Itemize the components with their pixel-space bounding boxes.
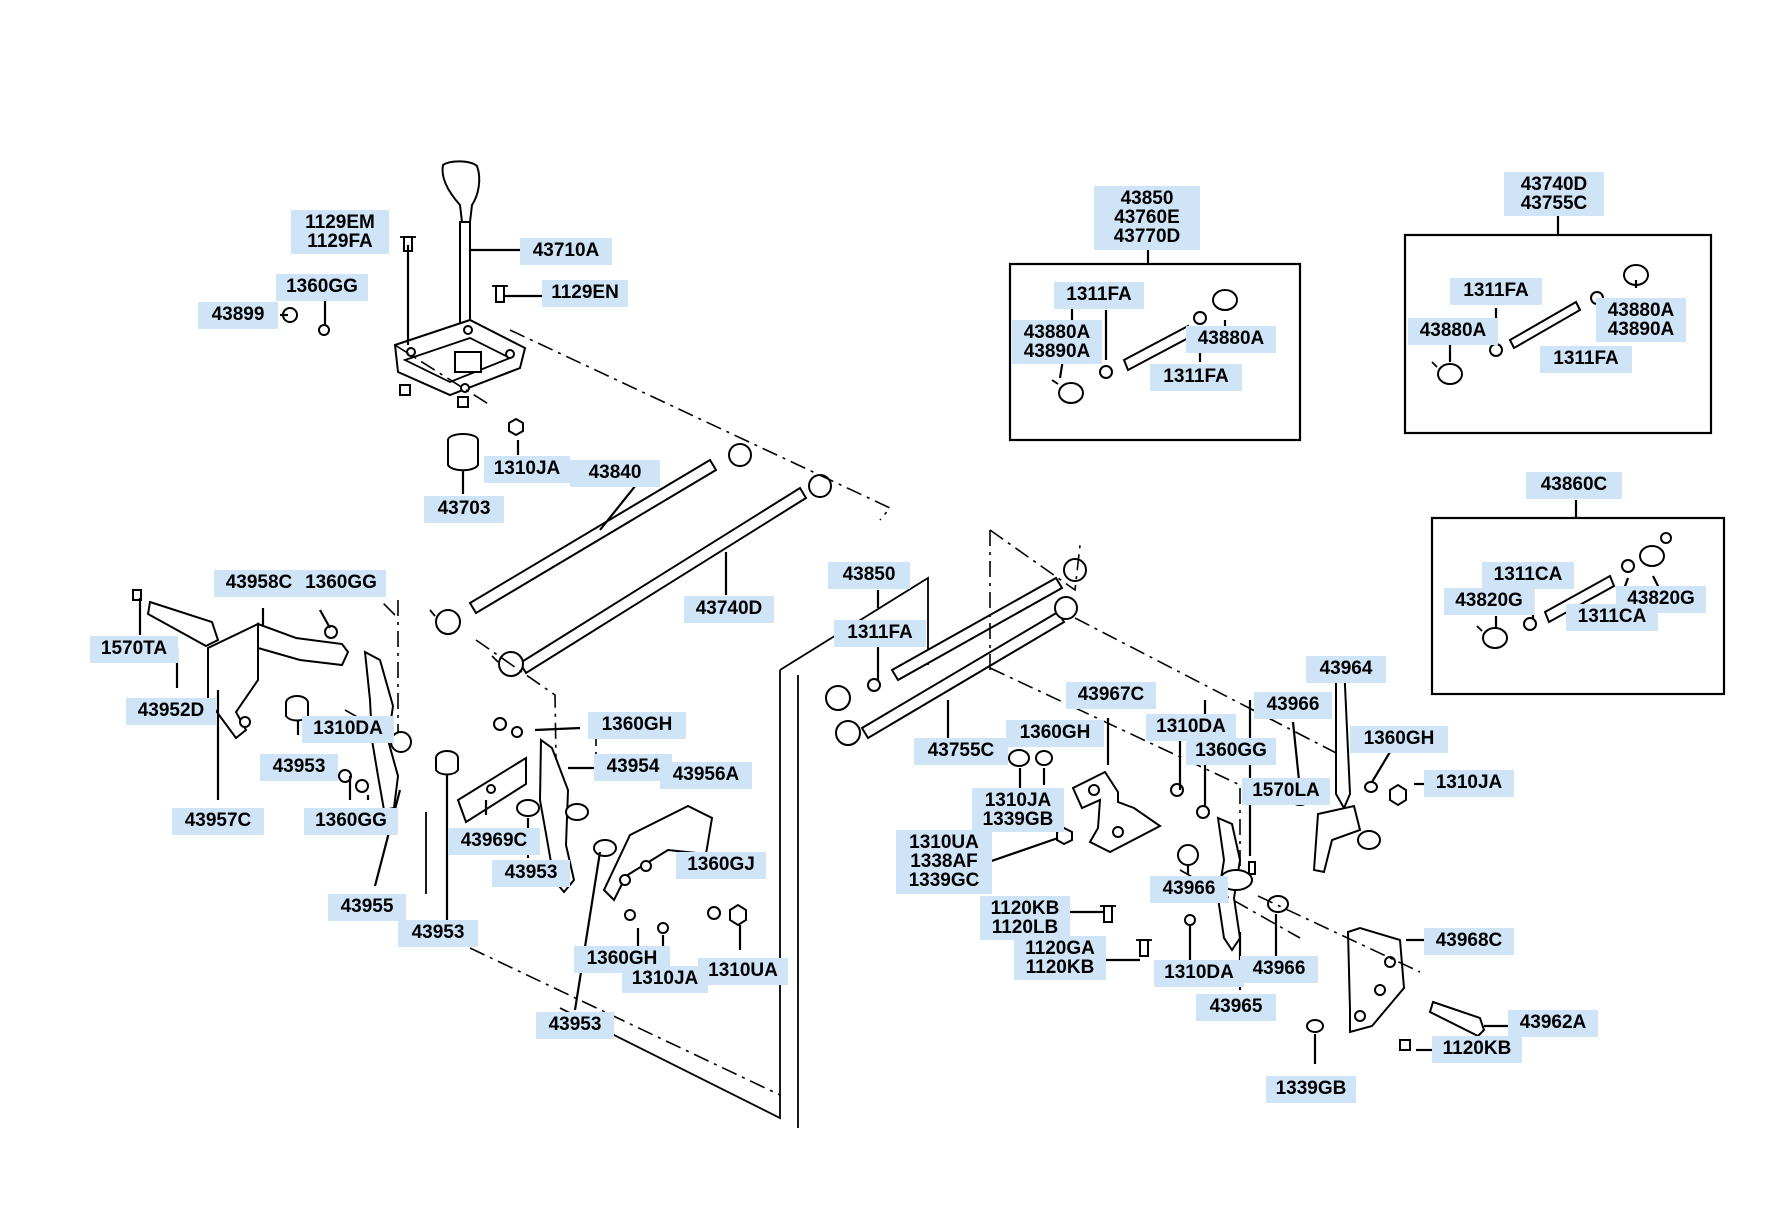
part-label-1570la: 1570LA — [1242, 778, 1330, 805]
part-label-1570ta: 1570TA — [90, 636, 178, 663]
part-label-43968c: 43968C — [1424, 928, 1514, 955]
part-label-43703: 43703 — [424, 496, 504, 523]
part-label-43965: 43965 — [1196, 994, 1276, 1021]
shift-lever-assembly — [282, 160, 527, 472]
part-label-43964: 43964 — [1306, 656, 1386, 683]
part-label-43955: 43955 — [328, 894, 406, 921]
part-label-1360gg: 1360GG — [1186, 738, 1276, 765]
part-label-43954: 43954 — [594, 754, 672, 781]
part-label-43956a: 43956A — [660, 762, 752, 789]
part-label-1360gj: 1360GJ — [676, 852, 766, 879]
part-label-43820g: 43820G — [1444, 588, 1534, 615]
part-label-1310ua: 1310UA — [698, 958, 788, 985]
part-label-43880a: 43880A — [1408, 318, 1498, 345]
part-label-1360gg: 1360GG — [296, 570, 386, 597]
part-label-43710a: 43710A — [520, 238, 612, 265]
part-label-1360gg: 1360GG — [276, 274, 368, 301]
part-label-43967c: 43967C — [1066, 682, 1156, 709]
part-label-1360gh: 1360GH — [1006, 720, 1104, 747]
part-label-1310da: 1310DA — [302, 716, 394, 743]
part-label-1310da: 1310DA — [1154, 960, 1244, 987]
part-label-1311fa: 1311FA — [1540, 346, 1632, 373]
part-label-1360gg: 1360GG — [304, 808, 398, 835]
part-label-43740d: 43740D — [684, 596, 774, 623]
part-label-43880a-43890a: 43880A 43890A — [1596, 298, 1686, 342]
part-label-1339gb: 1339GB — [1266, 1076, 1356, 1103]
part-label-1129em-1129fa: 1129EM 1129FA — [291, 210, 389, 254]
part-label-43958c: 43958C — [214, 570, 304, 597]
part-label-43880a: 43880A — [1186, 326, 1276, 353]
part-label-43952d: 43952D — [126, 698, 216, 725]
inset-box-3 — [1430, 500, 1726, 696]
part-label-43962a: 43962A — [1508, 1010, 1598, 1037]
part-label-box3-header: 43860C — [1526, 472, 1622, 499]
shift-rods-right — [825, 529, 1341, 880]
part-label-43966: 43966 — [1240, 956, 1318, 983]
part-label-1310da: 1310DA — [1146, 714, 1236, 741]
shift-rods-left — [344, 329, 892, 761]
part-label-1120ga-1120kb: 1120GA 1120KB — [1014, 936, 1106, 980]
part-label-box2-header: 43740D 43755C — [1504, 172, 1604, 216]
part-label-1311ca: 1311CA — [1566, 604, 1658, 631]
centre-frame — [559, 576, 929, 1128]
part-label-43953: 43953 — [492, 860, 570, 887]
part-label-1310ja-1339gb: 1310JA 1339GB — [972, 788, 1064, 832]
part-label-43899: 43899 — [198, 302, 278, 329]
part-label-1310ua-1338af-1339gc: 1310UA 1338AF 1339GC — [896, 830, 992, 894]
part-label-1310ja: 1310JA — [484, 456, 570, 483]
part-label-1360gh: 1360GH — [1350, 726, 1448, 753]
part-label-43966: 43966 — [1254, 692, 1332, 719]
part-label-43957c: 43957C — [172, 808, 264, 835]
part-label-43953: 43953 — [260, 754, 338, 781]
part-label-1311fa: 1311FA — [834, 620, 926, 647]
part-label-43755c: 43755C — [914, 738, 1008, 765]
part-label-1360gh: 1360GH — [588, 712, 686, 739]
part-label-1310ja: 1310JA — [1424, 770, 1514, 797]
part-label-1311ca: 1311CA — [1482, 562, 1574, 589]
part-label-43880a-43890a: 43880A 43890A — [1012, 320, 1102, 364]
part-label-43953: 43953 — [536, 1012, 614, 1039]
part-label-1129en: 1129EN — [542, 280, 628, 307]
part-label-1311fa: 1311FA — [1054, 282, 1144, 309]
part-label-43850: 43850 — [828, 562, 910, 589]
part-label-1120kb-1120lb: 1120KB 1120LB — [980, 896, 1070, 940]
part-label-43966: 43966 — [1150, 876, 1228, 903]
part-label-43820g: 43820G — [1616, 586, 1706, 613]
part-label-43840: 43840 — [570, 460, 660, 487]
part-label-1311fa: 1311FA — [1150, 364, 1242, 391]
part-label-box1-header: 43850 43760E 43770D — [1094, 186, 1200, 250]
part-label-43969c: 43969C — [448, 828, 540, 855]
part-label-1120kb: 1120KB — [1432, 1036, 1522, 1063]
part-label-1311fa: 1311FA — [1450, 278, 1542, 305]
part-label-1310ja: 1310JA — [622, 966, 708, 993]
part-label-43953: 43953 — [398, 920, 478, 947]
